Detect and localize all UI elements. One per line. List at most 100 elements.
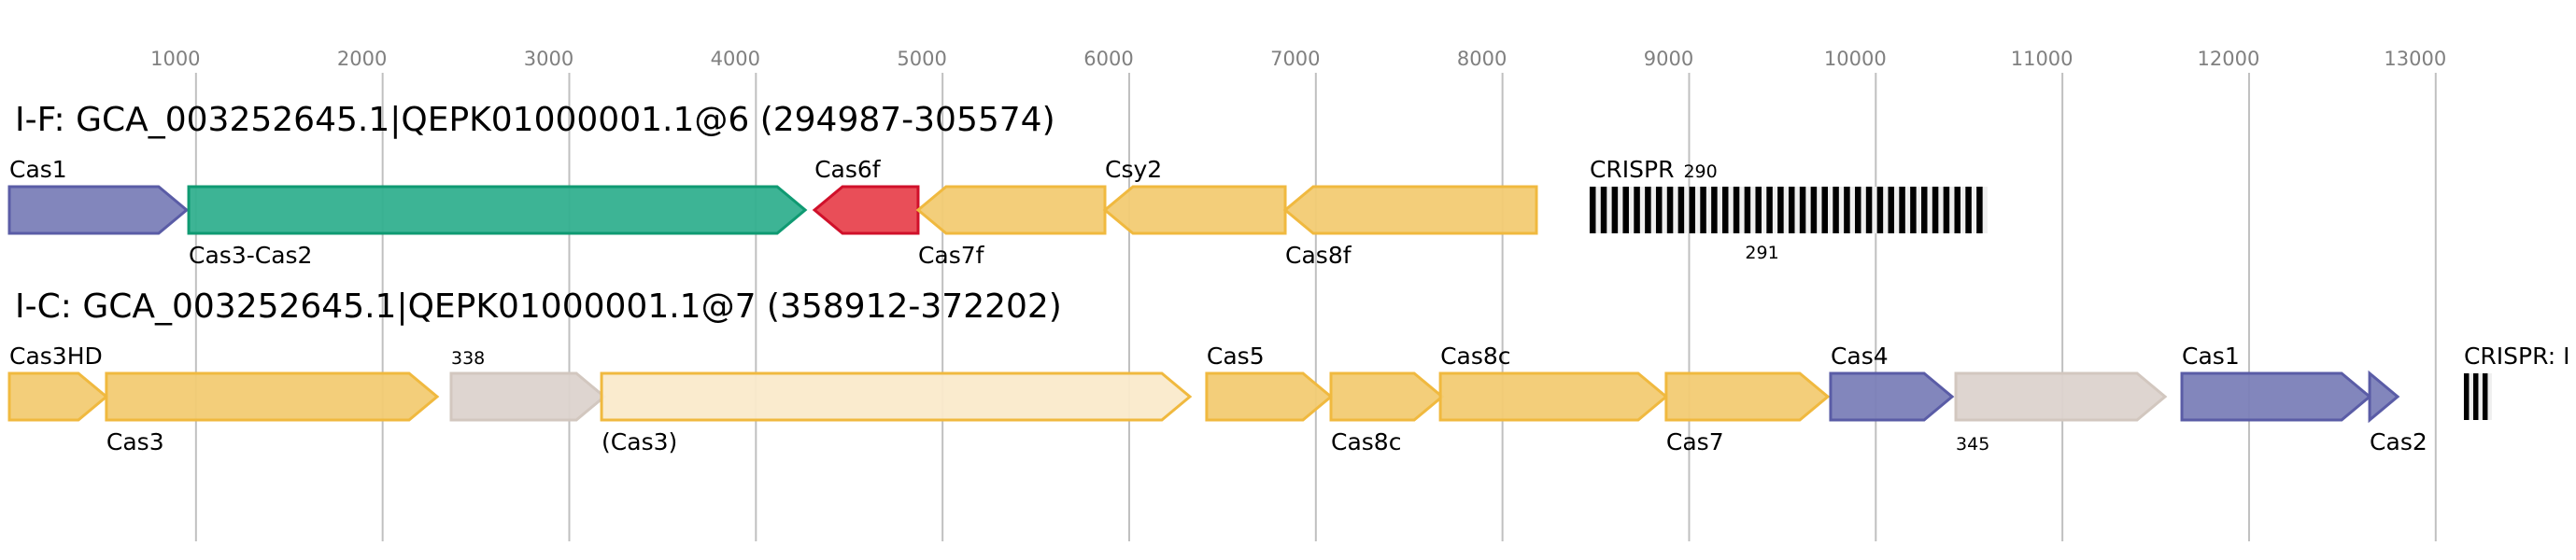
gene-label: 338 [451, 348, 485, 369]
locus-title: I-F: GCA_003252645.1|QEPK01000001.1@6 (2… [15, 101, 1055, 139]
gene-label: Cas7 [1666, 428, 1724, 455]
crispr-repeat [1600, 187, 1607, 233]
crispr-repeat [1755, 187, 1762, 233]
gene-arrow[interactable] [7, 371, 109, 422]
crispr-repeat [1876, 187, 1884, 233]
crispr-repeat [1677, 187, 1685, 233]
gene-arrow[interactable] [812, 185, 920, 235]
crispr-repeat [2472, 373, 2479, 420]
gene-arrow[interactable] [1282, 185, 1538, 235]
locus-row: I-C: GCA_003252645.1|QEPK01000001.1@7 (3… [7, 287, 2570, 455]
gene-label: Cas5 [1207, 343, 1265, 370]
crispr-repeat [1965, 187, 1972, 233]
crispr-repeat [1954, 187, 1961, 233]
tick-label: 12000 [2198, 48, 2260, 70]
gene-arrow[interactable] [1205, 371, 1334, 422]
gene-label: Cas1 [9, 156, 67, 183]
gene-label: Csy2 [1105, 156, 1162, 183]
crispr-repeat [1666, 187, 1674, 233]
crispr-repeat [1721, 187, 1729, 233]
crispr-repeat [1821, 187, 1828, 233]
tick-label: 8000 [1457, 48, 1507, 70]
crispr-label: CRISPR: I [2464, 343, 2570, 370]
crispr-repeat [1833, 187, 1839, 233]
crispr-repeat [1888, 187, 1894, 233]
gene-label: Cas7f [918, 242, 985, 269]
crispr-repeat [1976, 187, 1983, 233]
crispr-repeat [1766, 187, 1773, 233]
crispr-repeat [1777, 187, 1784, 233]
crispr-array[interactable] [2463, 373, 2492, 420]
crispr-repeat [1910, 187, 1917, 233]
gene-label: Cas1 [2182, 343, 2240, 370]
crispr-repeat [1899, 187, 1905, 233]
gene-arrow[interactable] [2180, 371, 2372, 422]
locus-row: I-F: GCA_003252645.1|QEPK01000001.1@6 (2… [7, 101, 1988, 269]
gene-label: 345 [1956, 434, 1989, 455]
gene-arrow[interactable] [1829, 371, 1955, 422]
gene-label: Cas3 [106, 428, 164, 455]
crispr-repeat [1634, 187, 1640, 233]
crispr-repeat [1788, 187, 1795, 233]
gene-arrow[interactable] [1664, 371, 1831, 422]
gene-label: Cas2 [2370, 428, 2427, 455]
gene-label: Cas8f [1285, 242, 1352, 269]
crispr-repeat [1943, 187, 1950, 233]
gene-label: (Cas3) [602, 428, 677, 455]
gene-arrow[interactable] [915, 185, 1107, 235]
gene-arrow[interactable] [1102, 185, 1287, 235]
crispr-repeat [1645, 187, 1651, 233]
crispr-note: 291 [1745, 243, 1778, 263]
crispr-repeat [1622, 187, 1629, 233]
gene-arrow[interactable] [2368, 370, 2400, 424]
crispr-repeat [1589, 187, 1596, 233]
locus-title: I-C: GCA_003252645.1|QEPK01000001.1@7 (3… [15, 287, 1062, 326]
tick-label: 1000 [150, 48, 200, 70]
crispr-repeat [2482, 373, 2488, 420]
loci: I-F: GCA_003252645.1|QEPK01000001.1@6 (2… [7, 101, 2570, 455]
tick-label: 2000 [337, 48, 387, 70]
crispr-repeat [1865, 187, 1873, 233]
gene-arrow[interactable] [1438, 371, 1669, 422]
crispr-note: 290 [1683, 161, 1717, 182]
gene-label: Cas8c [1440, 343, 1510, 370]
tick-label: 13000 [2384, 48, 2446, 70]
crispr-repeat [2463, 373, 2470, 420]
gene-label: Cas3-Cas2 [189, 242, 312, 269]
crispr-repeat [1700, 187, 1706, 233]
crispr-repeat [1711, 187, 1718, 233]
gene-arrow[interactable] [449, 371, 607, 422]
tick-label: 4000 [711, 48, 760, 70]
crispr-array[interactable] [1589, 187, 1988, 233]
gene-label: Cas6f [814, 156, 882, 183]
crispr-repeat [1799, 187, 1806, 233]
crispr-repeat [1810, 187, 1818, 233]
gene-label: Cas4 [1831, 343, 1889, 370]
crispr-repeat [1744, 187, 1751, 233]
crispr-repeat [1920, 187, 1928, 233]
tick-label: 5000 [897, 48, 946, 70]
crispr-label: CRISPR [1590, 156, 1675, 183]
tick-label: 3000 [524, 48, 573, 70]
tick-label: 10000 [1824, 48, 1887, 70]
crispr-repeat [1689, 187, 1695, 233]
crispr-repeat [1932, 187, 1939, 233]
gene-arrow[interactable] [105, 371, 440, 422]
tick-label: 7000 [1270, 48, 1320, 70]
gene-arrow[interactable] [187, 185, 808, 235]
crispr-repeat [1844, 187, 1850, 233]
gene-arrow[interactable] [1329, 371, 1445, 422]
gene-label: Cas8c [1331, 428, 1401, 455]
gene-arrow[interactable] [7, 185, 190, 235]
crispr-repeat [1733, 187, 1740, 233]
crispr-repeat [1854, 187, 1861, 233]
gene-arrow[interactable] [600, 371, 1193, 422]
crispr-repeat [1611, 187, 1619, 233]
gene-arrow[interactable] [1954, 371, 2168, 422]
tick-label: 6000 [1083, 48, 1133, 70]
gene-label: Cas3HD [9, 343, 103, 370]
tick-label: 11000 [2011, 48, 2074, 70]
crispr-background [1589, 187, 1988, 233]
crispr-repeat [1655, 187, 1663, 233]
